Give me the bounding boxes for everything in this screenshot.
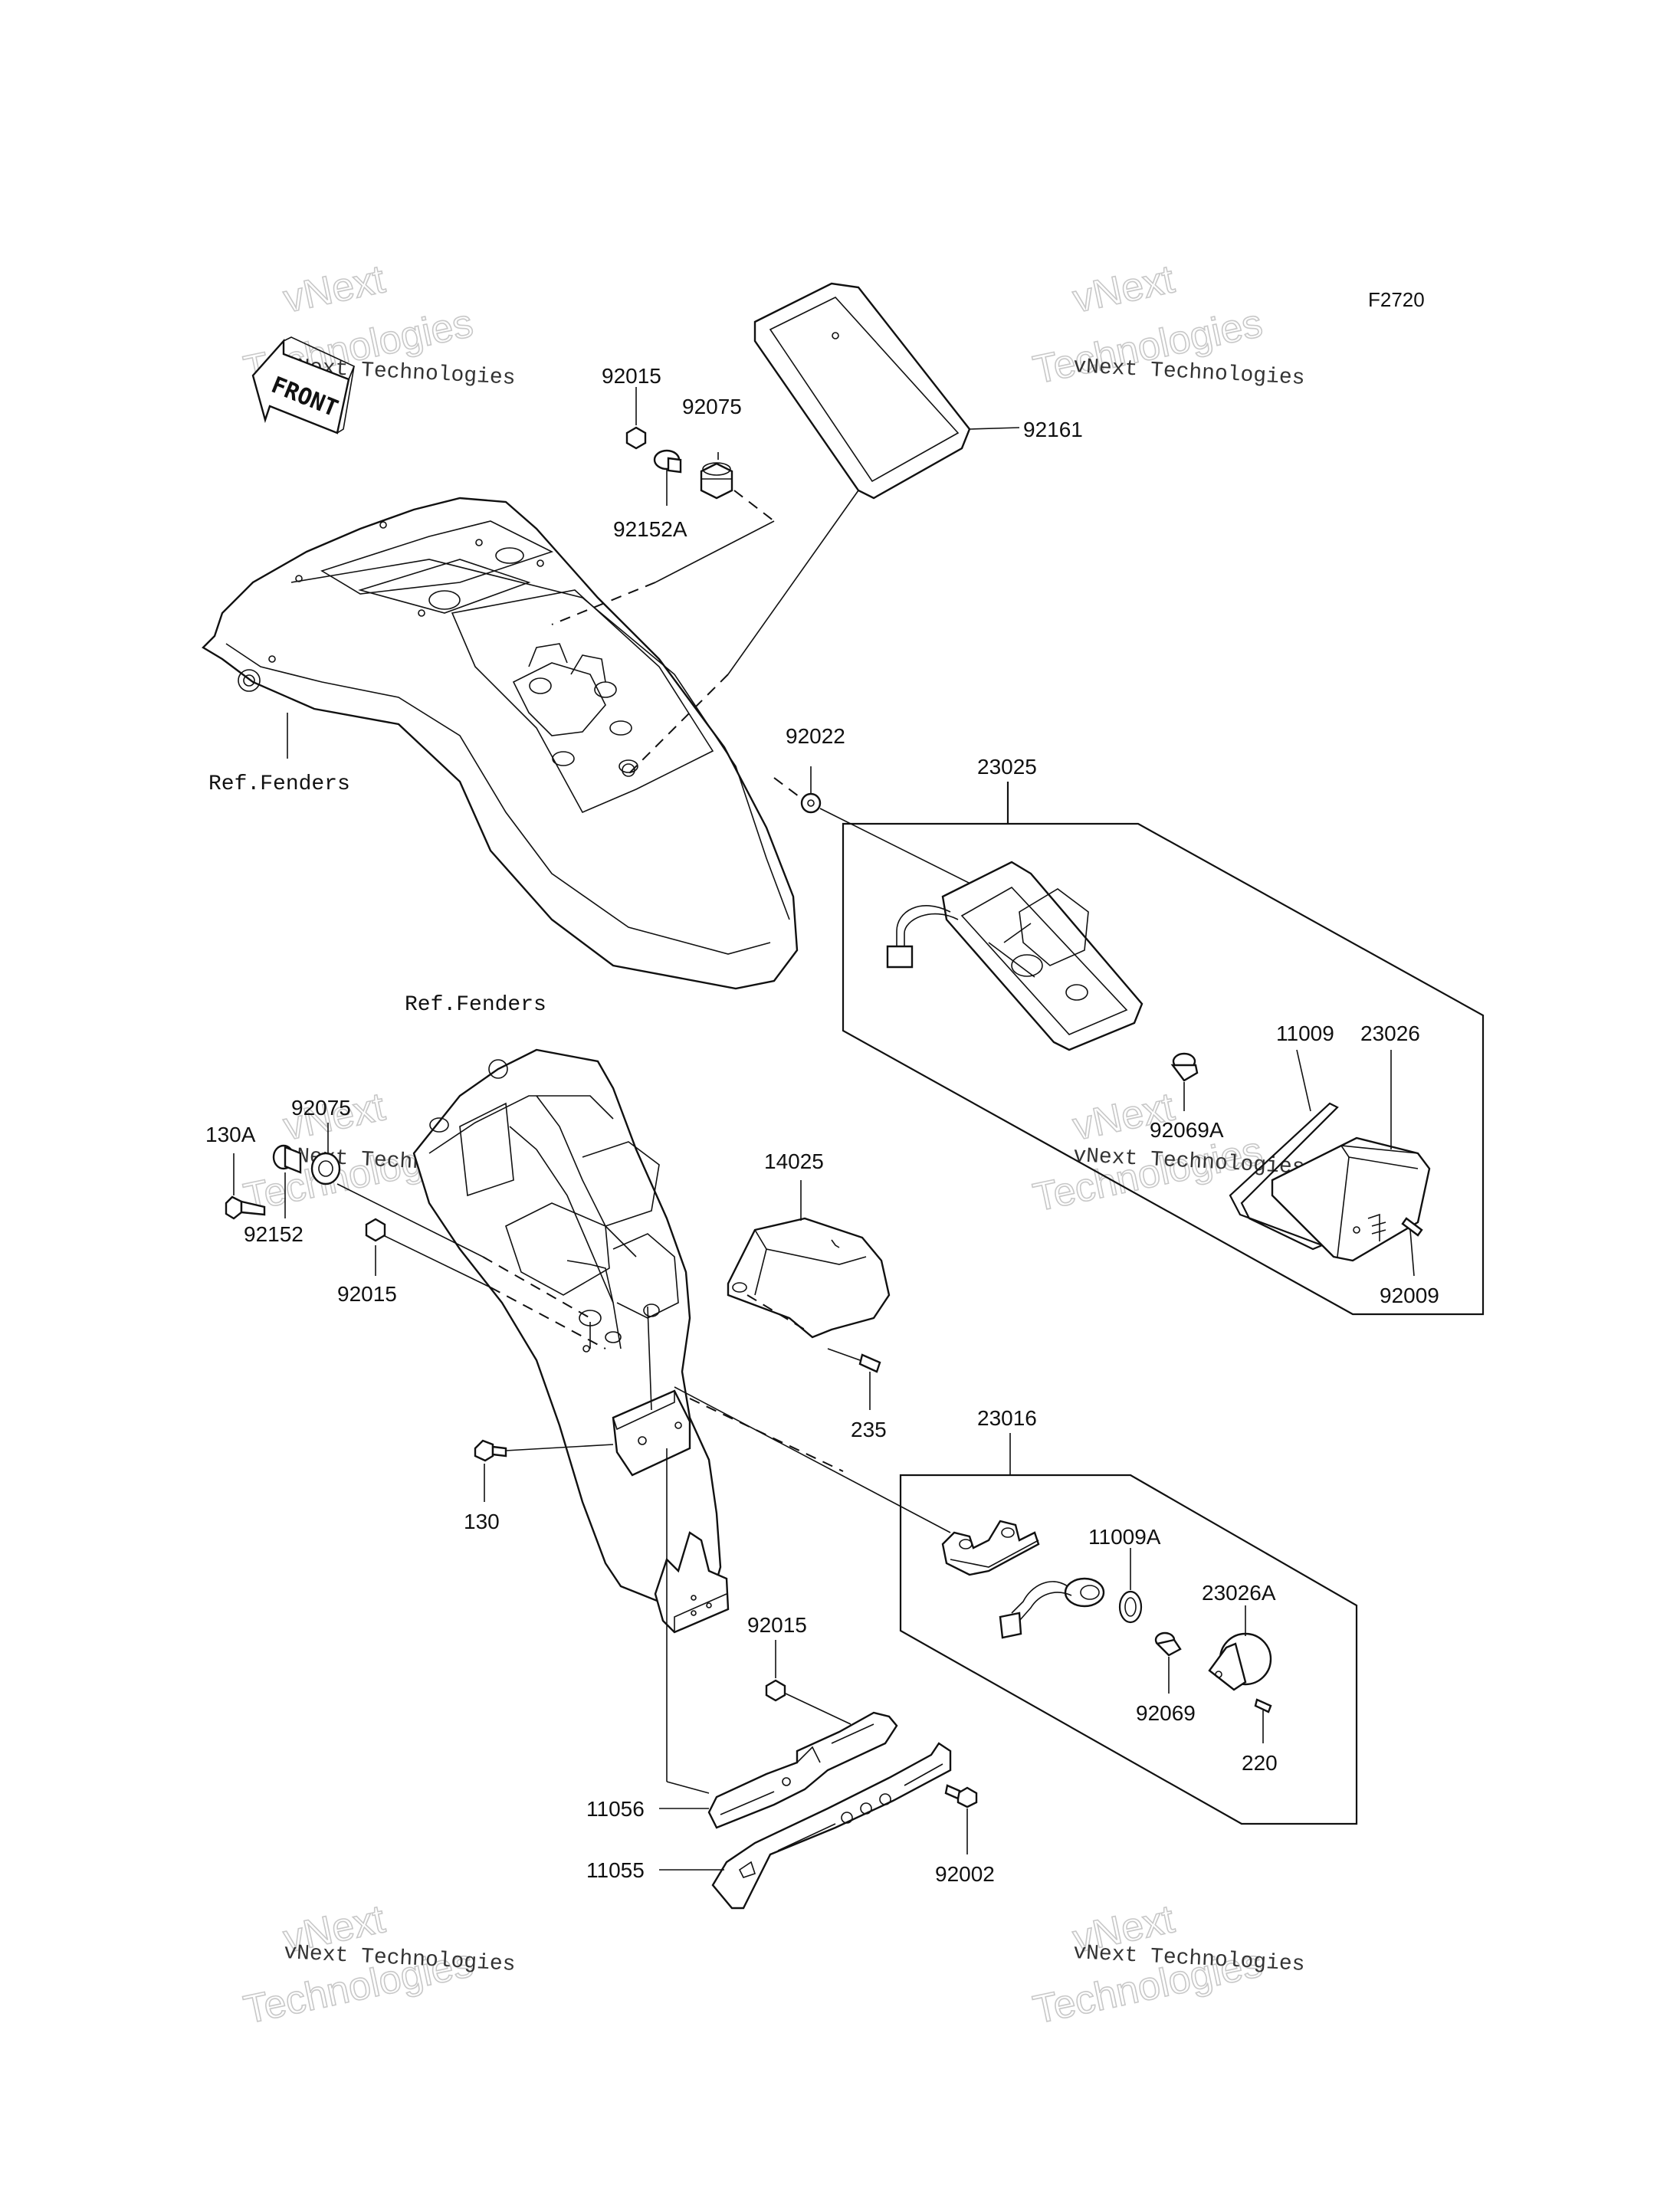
label-23026: 23026 xyxy=(1360,1021,1420,1045)
label-92152: 92152 xyxy=(244,1222,304,1246)
lens-23026 xyxy=(1271,1136,1431,1262)
screw-235 xyxy=(858,1353,881,1373)
label-23016: 23016 xyxy=(977,1406,1037,1430)
bracket-11056 xyxy=(707,1711,898,1829)
rear-fender-upper xyxy=(202,497,799,990)
label-14025: 14025 xyxy=(764,1149,824,1173)
watermark-big-top: vNext xyxy=(1069,257,1179,321)
label-92161: 92161 xyxy=(1023,418,1083,441)
label-23026A: 23026A xyxy=(1202,1581,1276,1605)
diagram-code: F2720 xyxy=(1368,288,1425,311)
bolt-92002 xyxy=(944,1784,978,1808)
bulb-92069A xyxy=(1170,1052,1199,1082)
label-92152A: 92152A xyxy=(613,517,687,541)
label-92015-mid: 92015 xyxy=(337,1282,397,1306)
bolt-130 xyxy=(474,1439,507,1462)
bracket-11055 xyxy=(711,1742,952,1910)
label-92075-mid: 92075 xyxy=(291,1096,351,1120)
label-92069A: 92069A xyxy=(1150,1118,1224,1142)
screw-220 xyxy=(1254,1698,1272,1713)
cover-14025 xyxy=(727,1217,891,1339)
gasket-11009 xyxy=(1229,1102,1339,1251)
label-235: 235 xyxy=(851,1418,887,1441)
group-box-23025 xyxy=(842,822,1485,1316)
nut-92015-top xyxy=(625,426,647,450)
nut-92015-low xyxy=(765,1679,786,1702)
watermark-text-top-right: vNext Technologies xyxy=(1073,355,1306,391)
label-92069: 92069 xyxy=(1136,1701,1196,1725)
nut-92015-mid xyxy=(365,1218,386,1242)
grommet-92075-top xyxy=(700,462,733,500)
label-92015-top: 92015 xyxy=(602,364,661,388)
label-92022: 92022 xyxy=(786,724,845,748)
ref-fenders-top: Ref.Fenders xyxy=(208,772,350,796)
label-130A: 130A xyxy=(205,1123,256,1146)
bolt-130A xyxy=(225,1195,266,1220)
reflector-92161 xyxy=(753,282,971,500)
license-light-housing xyxy=(941,1520,1105,1639)
front-arrow-icon: FRONT xyxy=(251,336,356,434)
label-92015-low: 92015 xyxy=(747,1613,807,1637)
ref-fenders-bottom: Ref.Fenders xyxy=(405,993,546,1017)
label-92002: 92002 xyxy=(935,1862,995,1886)
label-92009: 92009 xyxy=(1380,1284,1439,1307)
label-23025: 23025 xyxy=(977,755,1037,779)
lens-23026A xyxy=(1208,1632,1272,1691)
collar-92152 xyxy=(272,1144,302,1174)
screw-92009 xyxy=(1401,1217,1423,1237)
taillight-housing-23025 xyxy=(886,861,1144,1051)
rear-fender-lower xyxy=(412,1048,730,1634)
group-box-23016 xyxy=(899,1474,1358,1825)
label-11009A: 11009A xyxy=(1088,1525,1161,1549)
label-11055: 11055 xyxy=(586,1858,645,1882)
label-130: 130 xyxy=(464,1510,500,1533)
label-11009: 11009 xyxy=(1276,1021,1334,1045)
gasket-11009A xyxy=(1118,1590,1143,1624)
label-92075-top: 92075 xyxy=(682,395,742,418)
watermark-big-top: vNext xyxy=(280,257,389,321)
collar-92152A xyxy=(653,449,682,474)
grommet-92075-mid xyxy=(310,1152,341,1185)
label-11056: 11056 xyxy=(586,1797,645,1821)
bulb-92069 xyxy=(1154,1631,1182,1657)
label-220: 220 xyxy=(1242,1751,1278,1775)
washer-92022 xyxy=(800,792,822,814)
